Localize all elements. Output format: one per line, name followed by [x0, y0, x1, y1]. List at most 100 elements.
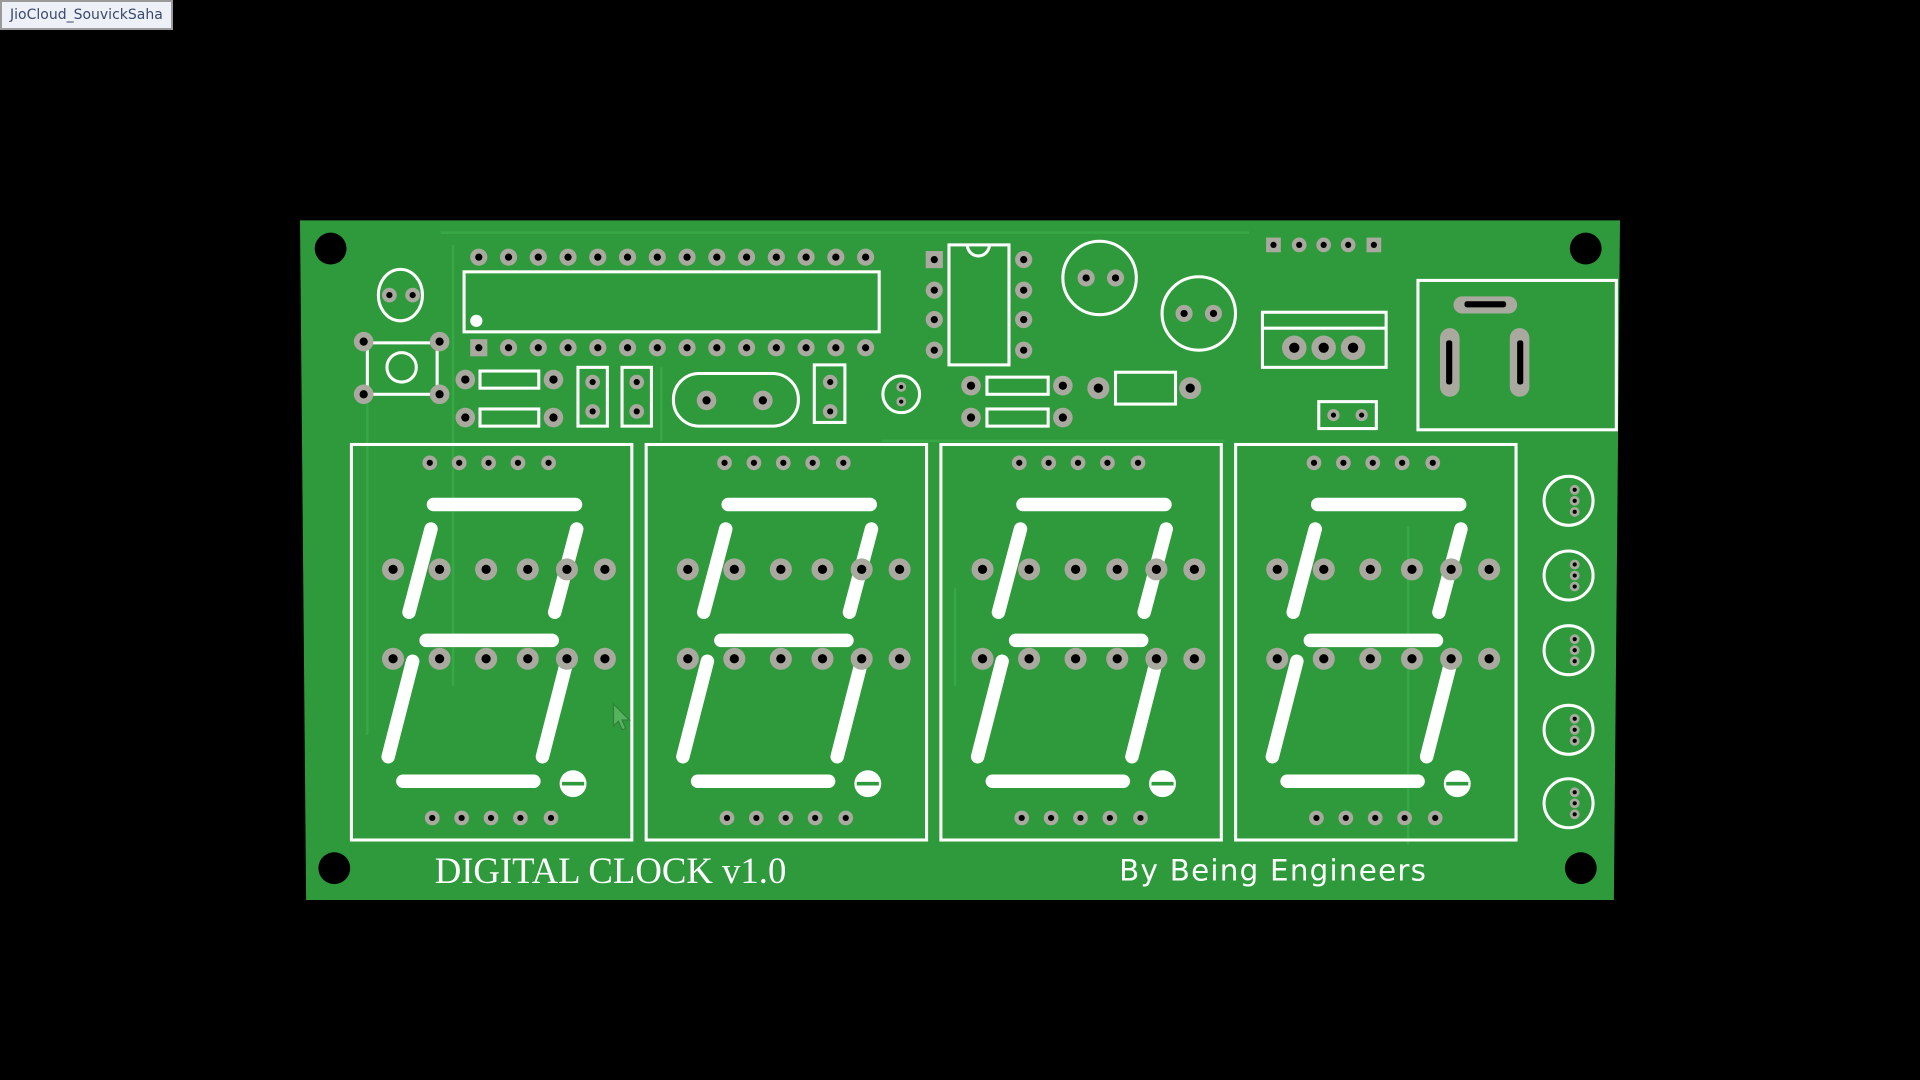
drill-hole: [1429, 459, 1436, 466]
drill-hole: [1209, 309, 1218, 318]
drill-hole: [461, 375, 470, 384]
display-segment: [830, 654, 869, 764]
jumper-outline: [1317, 400, 1378, 431]
drill-hole: [1365, 564, 1375, 575]
drill-hole: [702, 396, 711, 405]
drill-hole: [545, 459, 552, 466]
drill-hole: [388, 564, 398, 575]
drill-hole: [930, 255, 938, 264]
drill-hole: [683, 344, 691, 352]
drill-hole: [1185, 383, 1195, 393]
drill-hole: [1272, 564, 1282, 575]
drill-hole: [434, 654, 445, 664]
drill-hole: [832, 253, 840, 261]
drill-hole: [1401, 814, 1408, 822]
drill-hole: [1370, 241, 1377, 248]
drill-hole: [772, 253, 780, 261]
drill-hole: [426, 459, 433, 466]
drill-hole: [776, 564, 786, 575]
drill-hole: [434, 564, 445, 575]
drill-hole: [435, 337, 444, 346]
drill-hole: [1104, 459, 1111, 466]
crystal-outline: [671, 371, 800, 428]
drill-hole: [1048, 814, 1055, 822]
drill-hole: [713, 253, 721, 261]
resistor-outline: [985, 375, 1050, 396]
drill-hole: [1572, 648, 1577, 653]
ic-notch: [965, 244, 991, 258]
display-segment: [1125, 654, 1164, 764]
drill-hole: [1112, 564, 1122, 575]
drill-hole: [549, 413, 558, 422]
buzzer-outline: [881, 374, 922, 415]
drill-hole: [504, 253, 513, 261]
window-title-label: JioCloud_SouvickSaha: [0, 0, 173, 30]
drill-hole: [683, 564, 693, 575]
drill-hole: [623, 344, 632, 352]
drill-hole: [857, 564, 867, 575]
drill-hole: [633, 378, 640, 386]
capacitor-outline: [576, 365, 609, 428]
drill-hole: [589, 408, 596, 415]
drill-hole: [1484, 564, 1494, 575]
drill-hole: [776, 654, 786, 664]
drill-hole: [514, 459, 522, 466]
drill-hole: [1020, 315, 1028, 324]
drill-hole: [388, 654, 398, 664]
drill-hole: [600, 564, 610, 575]
drill-hole: [1572, 790, 1577, 795]
drill-hole: [721, 459, 728, 466]
drill-hole: [729, 654, 739, 664]
drill-hole: [600, 654, 610, 664]
seven-segment-display-outline: [349, 442, 634, 842]
display-segment: [381, 654, 420, 764]
drill-hole: [435, 390, 444, 399]
drill-hole: [589, 378, 596, 386]
resistor-outline: [478, 407, 541, 428]
drill-hole: [729, 564, 739, 575]
drill-hole: [782, 814, 789, 822]
dc-jack-outline: [1416, 278, 1618, 432]
drill-hole: [458, 814, 465, 822]
drill-hole: [534, 253, 542, 261]
drill-hole: [475, 253, 483, 261]
drill-hole: [1372, 814, 1379, 822]
drill-hole: [1446, 654, 1456, 664]
drill-hole: [1572, 801, 1577, 806]
drill-hole: [1330, 412, 1337, 418]
display-segment: [1419, 654, 1458, 764]
drill-hole: [758, 396, 767, 405]
drill-hole: [409, 292, 416, 299]
drill-hole: [1320, 241, 1327, 248]
drill-hole: [861, 344, 870, 352]
drill-hole: [1407, 564, 1417, 575]
drill-hole: [562, 654, 572, 664]
board-title: DIGITAL CLOCK v1.0: [435, 850, 787, 891]
drill-hole: [547, 814, 555, 822]
drill-hole: [549, 375, 558, 384]
drill-hole: [564, 253, 572, 261]
drill-hole: [857, 654, 867, 664]
drill-hole: [809, 459, 816, 466]
drill-hole: [1074, 459, 1082, 466]
drill-hole: [1572, 659, 1577, 664]
drill-hole: [742, 344, 751, 352]
drill-hole: [802, 344, 810, 352]
drill-hole: [1296, 241, 1303, 248]
display-segment: [535, 654, 574, 764]
drill-hole: [1319, 654, 1329, 664]
drill-hole: [623, 253, 632, 261]
drill-hole: [517, 814, 524, 822]
drill-hole: [1572, 509, 1577, 514]
drill-hole: [1347, 342, 1359, 353]
drill-hole: [832, 344, 840, 352]
drill-hole: [966, 413, 976, 422]
capacitor-outline: [1061, 239, 1138, 317]
drill-hole: [1446, 564, 1456, 575]
drill-hole: [772, 344, 780, 352]
drill-hole: [1572, 716, 1577, 721]
drill-hole: [1572, 637, 1577, 642]
drill-hole: [1342, 814, 1349, 822]
drill-hole: [564, 344, 572, 352]
drill-hole: [977, 564, 988, 575]
